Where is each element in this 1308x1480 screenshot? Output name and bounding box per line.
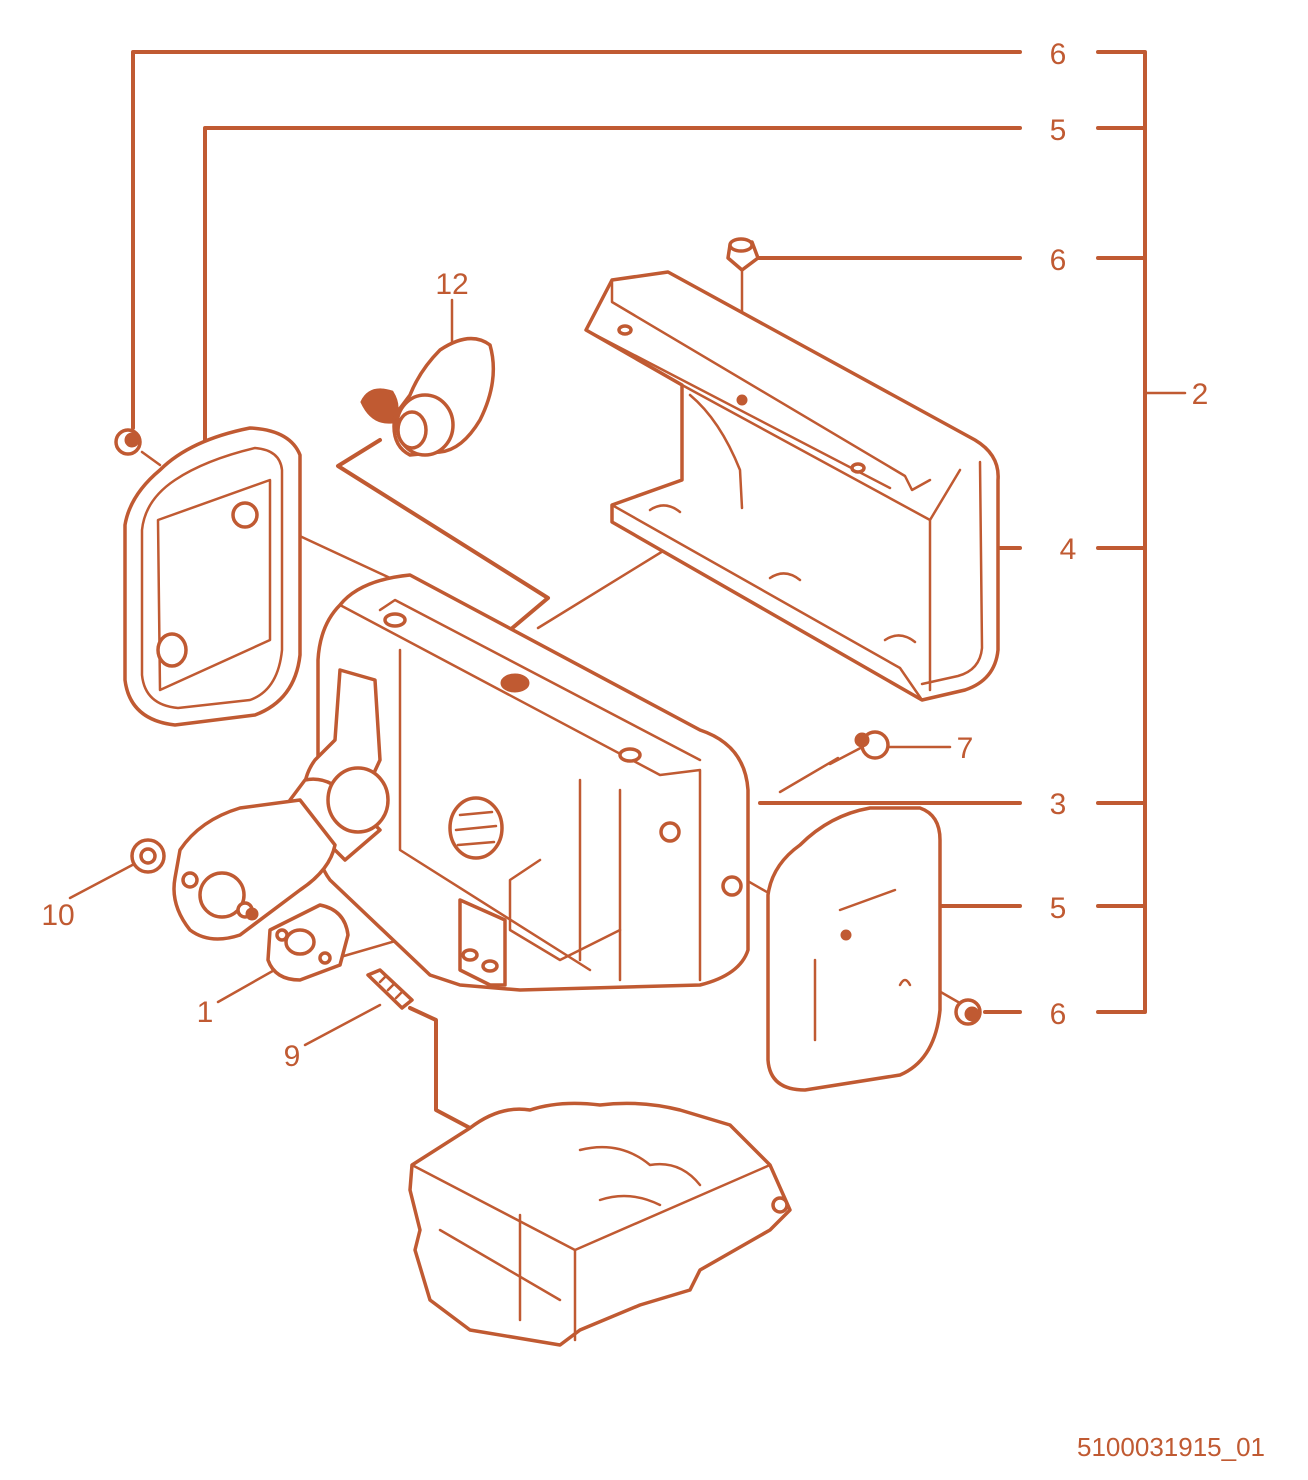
callout-1: 1 [197,996,214,1029]
screw-7 [828,730,890,766]
callout-6-upper: 6 [1050,244,1067,277]
screw-6-shield [726,237,760,272]
muffler-body-3 [288,573,750,992]
side-cover-5-left [123,426,302,727]
callout-4: 4 [1060,533,1077,566]
callout-6-top: 6 [1050,38,1067,71]
gasket-1 [245,903,350,982]
callout-9: 9 [284,1040,301,1073]
callout-12: 12 [435,268,468,301]
callout-7: 7 [957,732,974,765]
exhaust-elbow-12 [360,336,496,457]
screw-6-left-cover [114,428,162,467]
callout-labels: 6 5 6 2 4 7 3 5 6 12 10 1 9 [41,38,1208,1073]
assembly-bracket-2 [1096,50,1187,1014]
figure-code: 5100031915_01 [1077,1432,1265,1462]
callout-3: 3 [1050,788,1067,821]
nut-10 [130,838,166,874]
side-cover-5-right [766,806,942,1092]
callout-10: 10 [41,899,74,932]
exhaust-flange [172,798,337,941]
exhaust-housing [408,1101,792,1347]
callout-6-lower: 6 [1050,998,1067,1031]
callout-5-lower: 5 [1050,892,1067,925]
screw-6-right-cover [954,998,982,1026]
callout-2: 2 [1192,378,1209,411]
stud-9 [366,968,414,1010]
callout-5-top: 5 [1050,114,1067,147]
heat-shield-4 [584,270,1000,702]
